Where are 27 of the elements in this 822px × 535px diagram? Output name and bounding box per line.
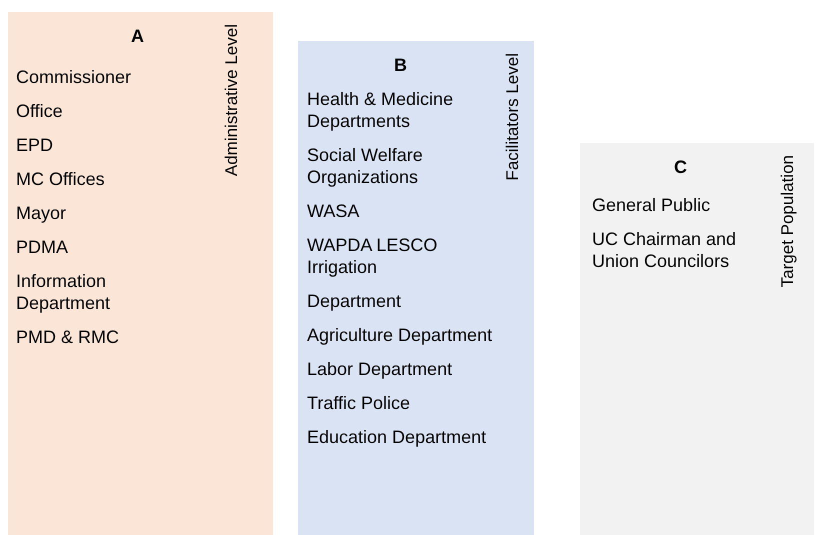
- list-item: Labor Department: [307, 358, 454, 380]
- list-item: Office: [16, 100, 64, 122]
- list-item: Social Welfare Organizations: [307, 144, 424, 188]
- list-item: PDMA: [16, 236, 70, 258]
- list-item: WAPDA LESCO Irrigation: [307, 234, 438, 278]
- list-item: PMD & RMC: [16, 326, 120, 348]
- panel-letter: C: [674, 157, 687, 178]
- list-item: Commissioner: [16, 66, 132, 88]
- list-item: General Public: [592, 194, 712, 216]
- level-panel: [298, 41, 534, 535]
- list-item: Health & Medicine Departments: [307, 88, 454, 132]
- panel-letter: A: [131, 26, 144, 47]
- level-title: Target Population: [778, 155, 798, 288]
- list-item: Education Department: [307, 426, 488, 448]
- level-title: Administrative Level: [222, 24, 242, 176]
- list-item: UC Chairman and Union Councilors: [592, 228, 738, 272]
- list-item: Department: [307, 290, 402, 312]
- list-item: MC Offices: [16, 168, 106, 190]
- list-item: Information Department: [16, 270, 112, 314]
- panel-letter: B: [394, 55, 407, 76]
- level-panel: [8, 12, 273, 535]
- list-item: WASA: [307, 200, 360, 222]
- list-item: Agriculture Department: [307, 324, 494, 346]
- level-title: Facilitators Level: [503, 53, 523, 181]
- list-item: EPD: [16, 134, 54, 156]
- list-item: Mayor: [16, 202, 68, 224]
- list-item: Traffic Police: [307, 392, 412, 414]
